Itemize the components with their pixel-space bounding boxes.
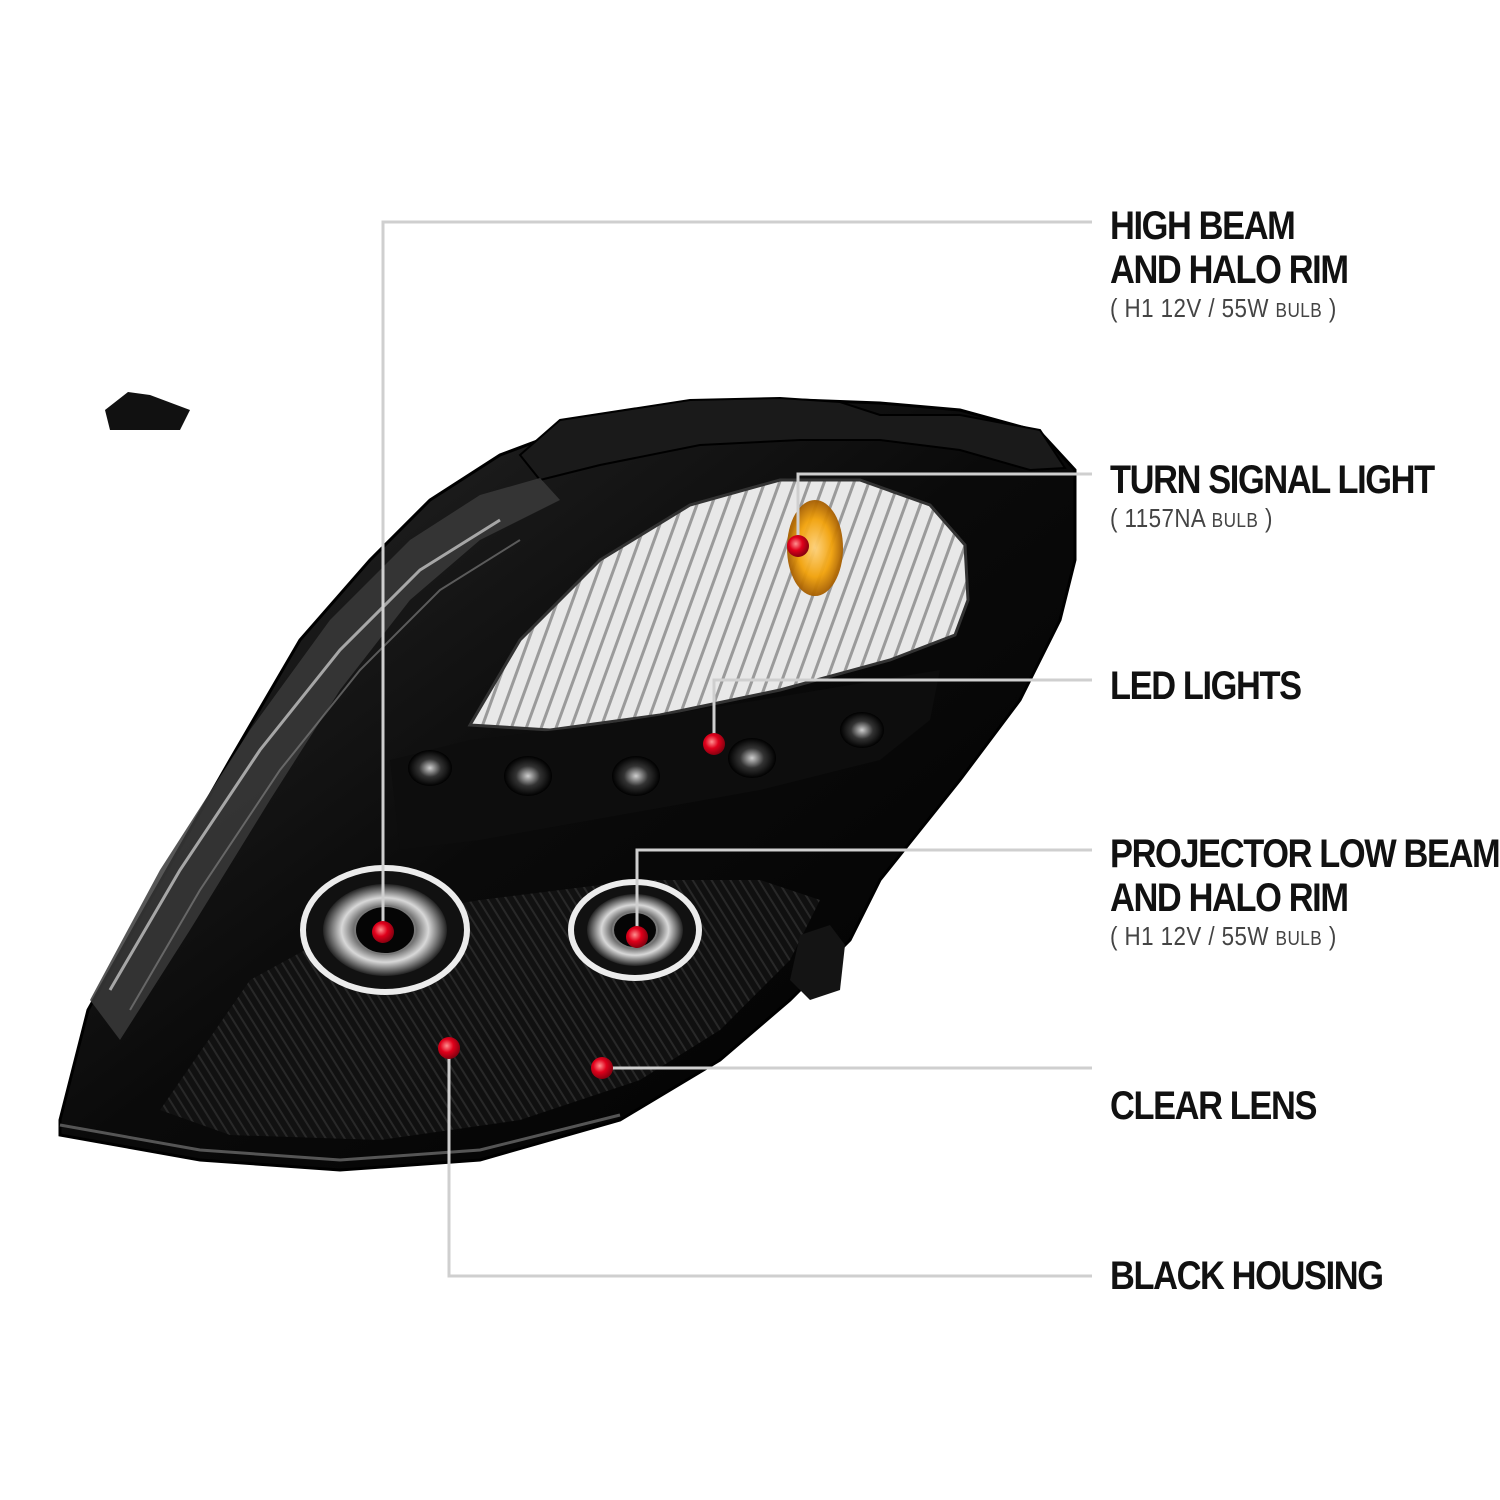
marker-black-housing: [438, 1037, 460, 1059]
callout-title: CLEAR LENS: [1110, 1084, 1317, 1128]
callout-title: HIGH BEAM: [1110, 204, 1296, 248]
leader-led-lights: [712, 678, 1092, 744]
marker-projector: [626, 926, 648, 948]
mounting-tab: [105, 392, 190, 430]
callout-turn-signal: TURN SIGNAL LIGHT ( 1157NA BULB ): [1110, 458, 1487, 537]
led-pods: [408, 712, 884, 796]
led-strip: [390, 670, 940, 850]
top-flange: [518, 396, 1067, 482]
callout-spec: ( 1157NA BULB ): [1110, 503, 1273, 533]
callout-clear-lens: CLEAR LENS: [1110, 1084, 1350, 1128]
lens-edge: [90, 478, 560, 1040]
callout-spec: ( H1 12V / 55W BULB ): [1110, 921, 1337, 951]
callout-projector: PROJECTOR LOW BEAM AND HALO RIM ( H1 12V…: [1110, 832, 1500, 955]
marker-high-beam: [372, 921, 394, 943]
marker-turn-signal: [787, 535, 809, 557]
leader-black-housing: [447, 1048, 1092, 1278]
amber-bulb: [787, 500, 843, 596]
leader-projector: [635, 848, 1092, 937]
marker-clear-lens: [591, 1057, 613, 1079]
turn-signal-reflector: [467, 478, 970, 732]
callout-title-line2: AND HALO RIM: [1110, 876, 1349, 920]
leader-high-beam: [381, 220, 1092, 932]
marker-led-lights: [703, 733, 725, 755]
callout-high-beam: HIGH BEAM AND HALO RIM ( H1 12V / 55W BU…: [1110, 204, 1386, 327]
leader-lines: [381, 220, 1092, 1278]
callout-led-lights: LED LIGHTS: [1110, 664, 1332, 708]
callout-title: TURN SIGNAL LIGHT: [1110, 458, 1435, 502]
leader-turn-signal: [796, 472, 1092, 546]
callout-black-housing: BLACK HOUSING: [1110, 1254, 1427, 1298]
callout-title: PROJECTOR LOW BEAM: [1110, 832, 1500, 876]
callout-spec: ( H1 12V / 55W BULB ): [1110, 293, 1337, 323]
callout-title: BLACK HOUSING: [1110, 1254, 1384, 1298]
callout-markers: [372, 535, 809, 1079]
callout-title: LED LIGHTS: [1110, 664, 1302, 708]
rear-connector: [790, 925, 845, 1000]
headlight-image: [58, 392, 1077, 1172]
callout-title-line2: AND HALO RIM: [1110, 248, 1349, 292]
